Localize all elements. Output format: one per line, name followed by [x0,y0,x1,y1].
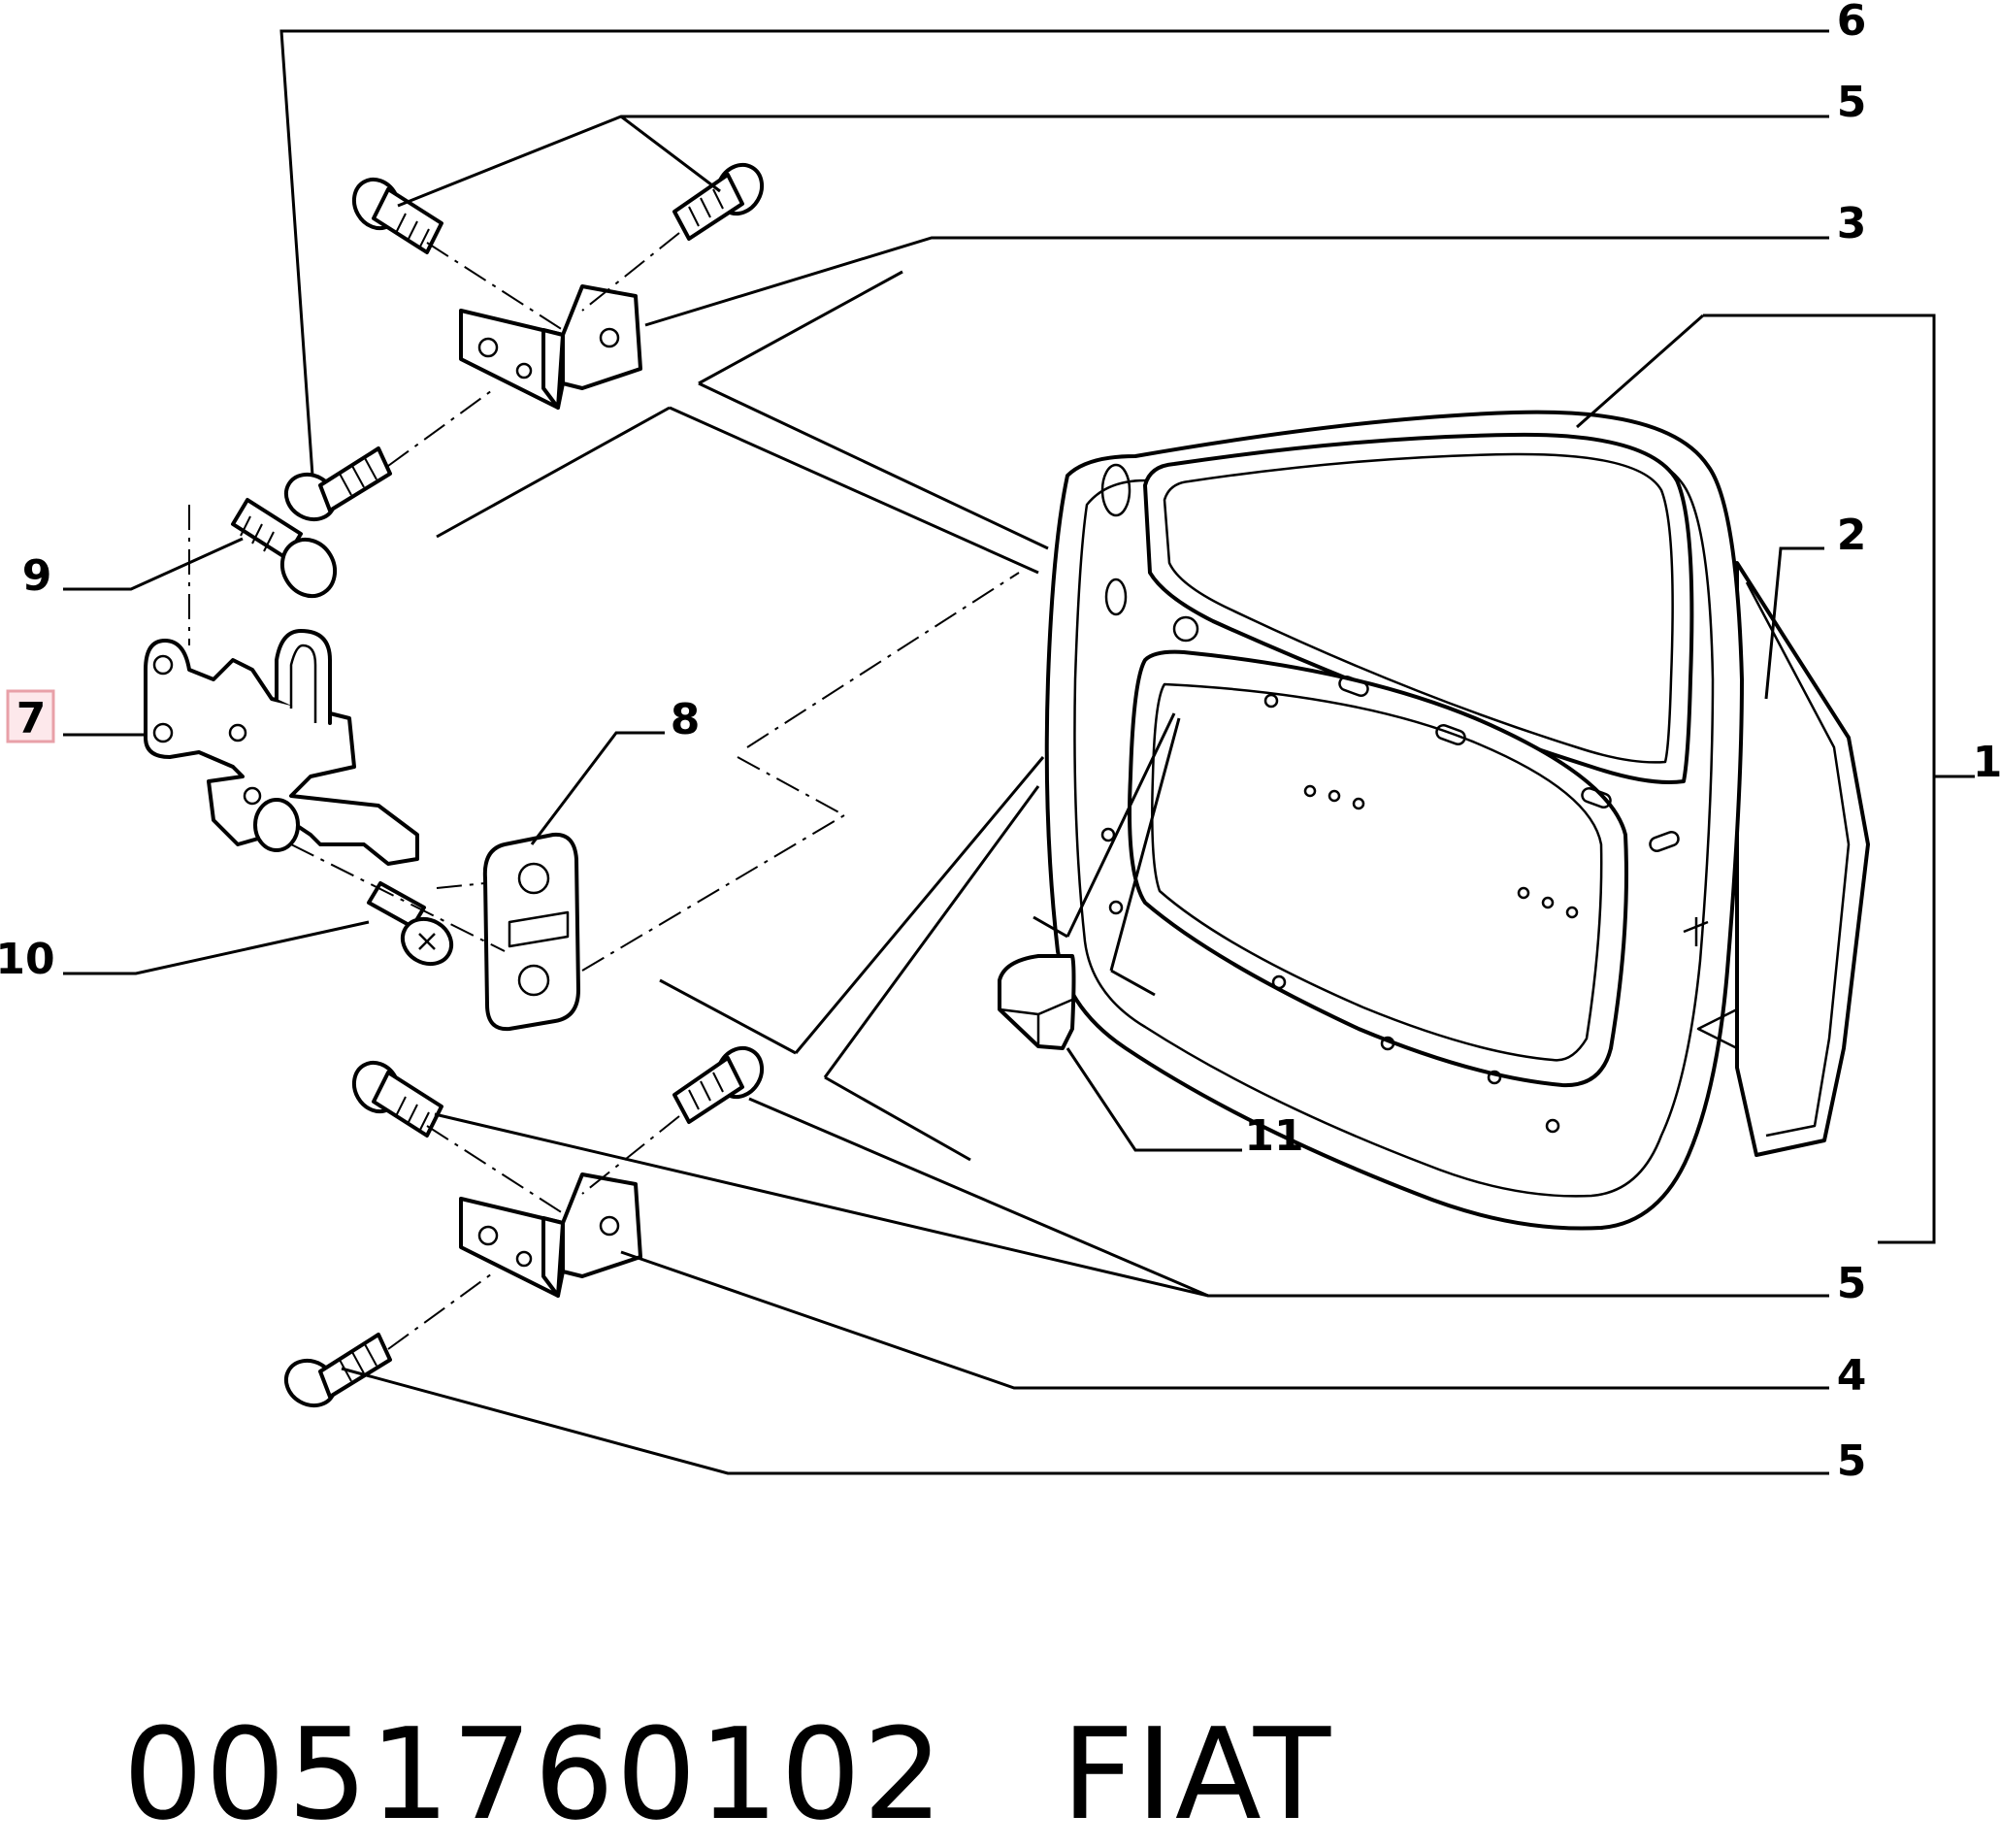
callout-1: 1 [1973,738,2000,787]
part-number: 0051760102 [122,1700,945,1848]
callout-6: 6 [1837,0,1867,46]
assembly-lines [188,232,1020,1350]
callout-7-highlight [6,689,55,743]
bolt-lower-right [672,1045,765,1124]
exploded-parts-diagram: 6 5 3 2 1 9 7 8 10 11 5 4 5 [0,0,2000,1486]
caption: 0051760102 FIAT [39,1553,1332,1848]
door-check-strap [144,629,419,866]
bolt-lower-left [351,1060,443,1138]
callout-8: 8 [671,695,701,744]
bolt-upper-right [672,162,765,241]
reference-lines [436,270,1181,1162]
rubber-buffer-8 [482,832,580,1032]
callout-7: 7 [16,694,47,743]
bolt-upper-lower [283,446,392,522]
bolt-9 [231,498,338,599]
callout-9: 9 [22,551,52,601]
callout-5-mid: 5 [1837,1259,1867,1308]
bolt-10 [367,881,454,967]
hinge-upper [459,284,642,410]
callout-5-top: 5 [1837,78,1867,127]
callout-5-bottom: 5 [1837,1436,1867,1486]
door-inner-panel [1735,561,1870,1157]
hinge-lower [459,1172,642,1298]
callout-11: 11 [1244,1111,1303,1161]
callout-3: 3 [1837,199,1867,248]
bolt-upper-left [351,177,443,254]
callout-10: 10 [0,935,55,984]
callout-4: 4 [1837,1351,1867,1401]
callout-2: 2 [1837,511,1867,560]
stop-pad-11 [998,954,1076,1050]
brand-name: FIAT [1061,1700,1333,1848]
leader-lines [63,29,1975,1475]
bolt-lower-lower [283,1333,392,1408]
door-frame [1044,410,1744,1231]
callout-labels: 6 5 3 2 1 9 7 8 10 11 5 4 5 [0,0,2000,1486]
